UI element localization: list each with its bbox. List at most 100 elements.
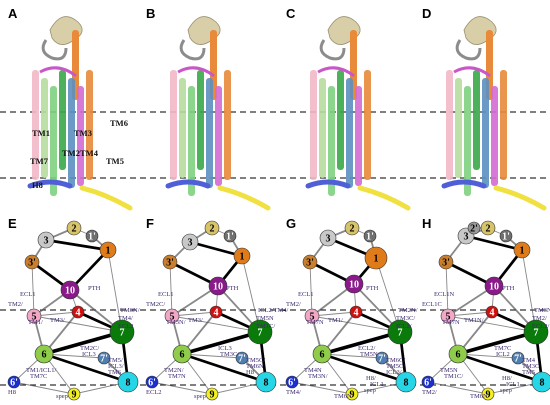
network-annotation: TM7N (168, 373, 186, 380)
network-node-label: 2' (470, 224, 478, 235)
network-annotation: TM2N/ (164, 367, 184, 374)
network-annotation: ICL3/ (386, 369, 402, 376)
network-annotation: TM5N (440, 367, 458, 374)
network-annotation: TM4/ (118, 315, 133, 322)
network-node (117, 371, 139, 393)
network-node (71, 305, 85, 319)
network-edge (457, 353, 519, 359)
tm-labels-panel-a: TM1 TM3 TM6 TM7 TM2 TM4 TM5 H8 (30, 118, 128, 190)
network-edge (447, 315, 537, 333)
network-annotation: TM1/ (28, 319, 43, 326)
h8-helix (165, 179, 211, 189)
network-annotation: TM4/ (286, 389, 301, 396)
network-node (448, 344, 468, 364)
network-node-label: 9 (350, 390, 355, 401)
network-edge (151, 381, 213, 395)
network-annotation: TM6 (108, 369, 122, 376)
network-node (60, 280, 80, 300)
network-node-label: 7 (120, 328, 125, 339)
network-node-label: 4 (490, 308, 495, 319)
network-annotation: TM3C/ (396, 315, 415, 322)
network-node (66, 220, 82, 236)
network-edge (321, 353, 383, 359)
network-annotation: ICL2 (496, 351, 510, 358)
network-node-label: 10 (213, 282, 223, 293)
helix-ribbon (310, 70, 317, 180)
network-edge (181, 353, 243, 359)
helix-ribbon (355, 86, 362, 186)
network-node (531, 371, 550, 393)
helix-ribbon (77, 86, 84, 186)
network-node-label: 5 (446, 312, 451, 323)
network-annotation: TM2/ (422, 389, 437, 396)
network-node-label: 3' (442, 258, 450, 269)
network-annotation: TM3N/ (534, 307, 550, 314)
network-node (233, 247, 251, 265)
h8-helix (305, 179, 351, 189)
network-annotation: TM3N/ (166, 319, 186, 326)
network-node (285, 375, 299, 389)
panel-letter-c: C (286, 6, 296, 21)
tm-label: TM4 (80, 148, 99, 158)
network-annotation: spep (500, 387, 512, 394)
panel-letter-f: F (146, 216, 154, 231)
network-node-label: 8 (540, 378, 545, 389)
network-node-label: 2 (72, 224, 77, 235)
tm-label: TM6 (110, 118, 128, 128)
network-annotation: ECL2 (146, 389, 162, 396)
network-edge (465, 234, 523, 252)
network-annotation: TM7N (306, 319, 324, 326)
network-annotation: ECL1 (20, 291, 36, 298)
network-node (480, 220, 496, 236)
network-node-label: 7' (100, 354, 108, 365)
protein-structure (305, 16, 411, 211)
helix-ribbon (179, 78, 186, 178)
helix-ribbon (464, 86, 471, 196)
network-node-label: 7 (398, 328, 403, 339)
loop-ribbon (317, 66, 355, 78)
network-annotation: ICL2/ (396, 323, 412, 330)
protein-structure (441, 16, 547, 211)
network-node (312, 344, 332, 364)
network-node-label: 6' (424, 378, 432, 389)
network-annotation: TM7N (442, 319, 460, 326)
network-node-label: 3' (166, 258, 174, 269)
network-node-label: 2 (350, 224, 355, 235)
helix-ribbon (50, 86, 57, 196)
network-node-label: 1 (374, 254, 379, 265)
network-node (24, 254, 40, 270)
network-node-label: 9 (486, 390, 491, 401)
network-edge (33, 311, 79, 317)
network-annotation: ICL3/ (108, 363, 124, 370)
network-node-label: 5 (170, 312, 175, 323)
helix-ribbon (224, 70, 231, 180)
network-node (235, 351, 249, 365)
network-annotation: TM7C (494, 345, 511, 352)
network-node-label: 6' (288, 378, 296, 389)
helix-ribbon (41, 78, 48, 178)
loop-ribbon (179, 39, 206, 61)
network-annotation: ECL1N (434, 291, 455, 298)
network-node-label: 6' (148, 378, 156, 389)
network-edge (33, 315, 123, 333)
network-node-label: 5 (310, 312, 315, 323)
network-edge (189, 240, 243, 258)
network-node (209, 305, 223, 319)
network-edge (181, 352, 267, 384)
loop-ribbon (39, 66, 77, 78)
network-annotation: TM5 (522, 369, 535, 376)
panel-letter-g: G (286, 216, 296, 231)
network-edge (309, 261, 313, 317)
helix-ribbon (319, 78, 326, 178)
network-annotation: PTH (88, 285, 101, 292)
loop-ribbon (455, 39, 482, 61)
network-edge (427, 381, 489, 395)
helix-ribbon (215, 86, 222, 186)
network-annotation: TM5/ (108, 357, 123, 364)
network-annotation: TM3N/ (308, 373, 328, 380)
network-annotation: TM1/ICL1/ (26, 367, 57, 374)
network-node (344, 274, 364, 294)
network-node (440, 308, 456, 324)
network-edge (43, 352, 129, 384)
network-annotation: TM3N/ (120, 307, 140, 314)
